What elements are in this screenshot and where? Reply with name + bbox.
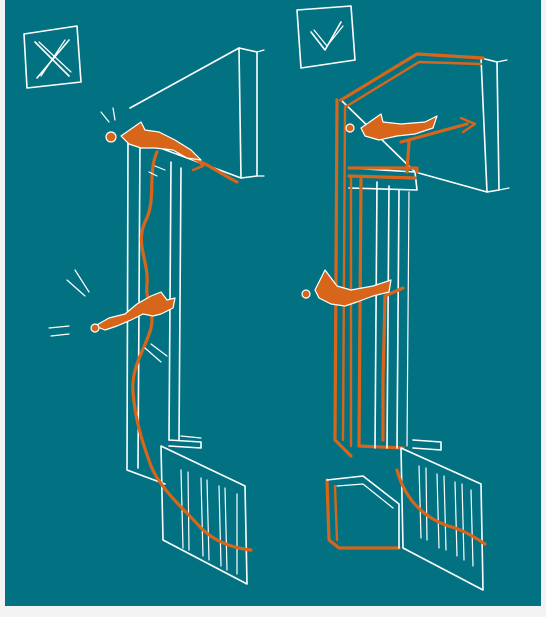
person-icon: [101, 108, 201, 176]
floor-grate: [161, 446, 247, 584]
cross-icon: [35, 40, 71, 78]
person-icon: [302, 270, 391, 306]
right-badge-box: [297, 6, 355, 68]
corridor-comparison-diagram: [5, 0, 541, 606]
wrong-corridor: [127, 48, 264, 584]
right-badge: [297, 6, 355, 68]
wrong-badge-box: [24, 26, 81, 88]
illustration-panel: [5, 0, 541, 606]
wrong-badge: [24, 26, 81, 88]
route-line-wrong: [133, 142, 251, 550]
top-wall: [128, 48, 241, 178]
floor-grate: [401, 448, 483, 590]
checkmark-icon: [311, 22, 343, 50]
person-icon: [49, 270, 175, 362]
